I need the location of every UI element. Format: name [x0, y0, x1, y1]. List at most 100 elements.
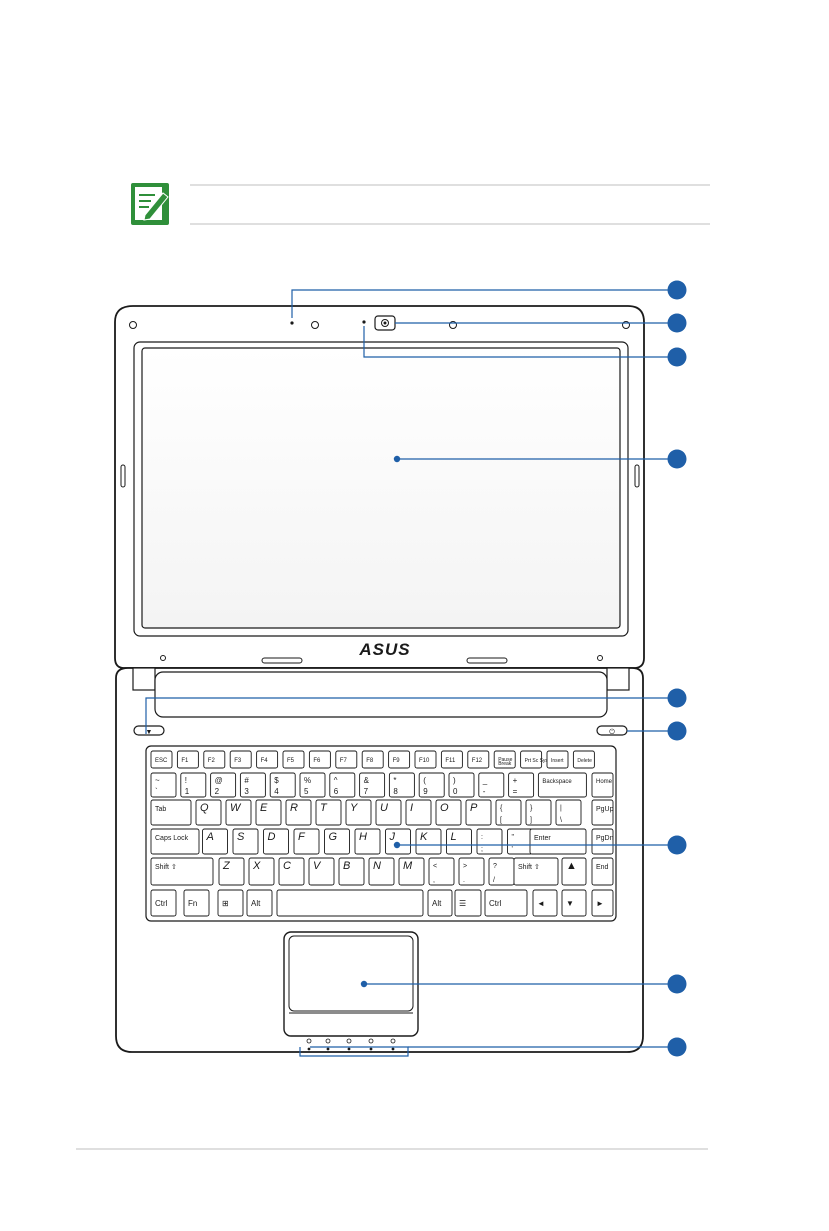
key-num-3[interactable]: #3	[239, 772, 266, 798]
key-num-0[interactable]: ~`	[150, 772, 177, 798]
key-bottom-10[interactable]: ►	[591, 889, 614, 917]
key-num-5[interactable]: %5	[299, 772, 326, 798]
key-a-row-0[interactable]: Caps Lock	[150, 828, 200, 855]
key-d[interactable]: D	[263, 828, 289, 855]
key-num-1[interactable]: !1	[180, 772, 207, 798]
key-f1-label: F1	[181, 758, 189, 764]
key-num-2[interactable]: @2	[210, 772, 237, 798]
key-num-10[interactable]: )0	[448, 772, 475, 798]
key-bottom-5[interactable]: Alt	[427, 889, 453, 917]
touchpad[interactable]	[283, 931, 419, 1037]
key-n[interactable]: N	[368, 857, 395, 886]
key-f9[interactable]: F9	[388, 750, 411, 769]
key-f5[interactable]: F5	[282, 750, 305, 769]
key-f10[interactable]: F10	[414, 750, 437, 769]
key-num-6[interactable]: ^6	[329, 772, 356, 798]
display	[141, 347, 621, 629]
key-e[interactable]: E	[255, 799, 282, 826]
key-q-row-0[interactable]: Tab	[150, 799, 192, 826]
key-c[interactable]: C	[278, 857, 305, 886]
key-p[interactable]: P	[465, 799, 492, 826]
key-bottom-8[interactable]: ◄	[532, 889, 558, 917]
key-k[interactable]: K	[415, 828, 442, 855]
key-w[interactable]: W	[225, 799, 252, 826]
key-f11[interactable]: F11	[440, 750, 463, 769]
key-s[interactable]: S	[232, 828, 259, 855]
power-switch-left[interactable]	[133, 725, 165, 736]
key-a-row-10[interactable]: :;	[476, 828, 503, 855]
key-z-row-9[interactable]: >.	[458, 857, 485, 886]
key-prt-sc-sysrq[interactable]: Prt Sc SysRq	[520, 750, 555, 769]
key-bottom-3[interactable]: Alt	[246, 889, 273, 917]
key-f4[interactable]: F4	[256, 750, 279, 769]
key-x[interactable]: X	[248, 857, 275, 886]
key-bottom-1[interactable]: Fn	[183, 889, 210, 917]
key-space[interactable]	[276, 889, 424, 917]
key-z-row-11[interactable]: Shift ⇧	[513, 857, 559, 886]
key-a-row-13[interactable]: PgDn	[591, 828, 614, 855]
key-z-row-11-label: Shift ⇧	[518, 863, 540, 871]
key-q-row-12[interactable]: }]	[525, 799, 552, 826]
key-f3[interactable]: F3	[229, 750, 252, 769]
key-t-label: T	[320, 802, 328, 814]
key-l[interactable]: L	[446, 828, 472, 855]
key-num-12[interactable]: +=	[508, 772, 535, 798]
key-u[interactable]: U	[375, 799, 402, 826]
key-f1[interactable]: F1	[176, 750, 199, 769]
touchpad-surface[interactable]	[288, 935, 414, 1012]
key-bottom-7[interactable]: Ctrl	[484, 889, 528, 917]
key-i[interactable]: I	[405, 799, 432, 826]
key-bottom-label: 6	[334, 787, 339, 796]
key-h[interactable]: H	[354, 828, 381, 855]
key-b[interactable]: B	[338, 857, 365, 886]
key-t[interactable]: T	[315, 799, 342, 826]
key-num-11[interactable]: _-	[478, 772, 505, 798]
key-j[interactable]: J	[385, 828, 411, 855]
key-y[interactable]: Y	[345, 799, 372, 826]
key-a-row-11[interactable]: "'	[507, 828, 533, 855]
key-z[interactable]: Z	[218, 857, 245, 886]
key-v[interactable]: V	[308, 857, 335, 886]
key-x-label: X	[252, 860, 261, 872]
key-a-row-11-label-lower: '	[512, 846, 513, 853]
key-bottom-0[interactable]: Ctrl	[150, 889, 177, 917]
key-m[interactable]: M	[398, 857, 425, 886]
key-esc[interactable]: ESC	[150, 750, 173, 769]
key-q[interactable]: Q	[195, 799, 222, 826]
key-bottom-2[interactable]: ⊞	[217, 889, 244, 917]
key-insert[interactable]: Insert	[546, 750, 569, 769]
key-f[interactable]: F	[293, 828, 320, 855]
key-▲[interactable]: ▲	[561, 857, 587, 886]
key-num-9[interactable]: (9	[418, 772, 445, 798]
key-z-row-0[interactable]: Shift ⇧	[150, 857, 214, 886]
key-bottom-6[interactable]: ☰	[454, 889, 482, 917]
key-g[interactable]: G	[324, 828, 350, 855]
key-f6[interactable]: F6	[308, 750, 331, 769]
key-o[interactable]: O	[435, 799, 462, 826]
key-bottom-label: =	[513, 787, 518, 796]
key-num-7[interactable]: &7	[359, 772, 386, 798]
key-q-row-13[interactable]: |\	[555, 799, 582, 826]
key-num-4[interactable]: $4	[269, 772, 296, 798]
key-delete[interactable]: Delete	[572, 750, 595, 769]
key-f12[interactable]: F12	[467, 750, 490, 769]
key-f2[interactable]: F2	[203, 750, 226, 769]
key-f8[interactable]: F8	[361, 750, 384, 769]
key-backspace[interactable]: Backspace	[537, 772, 587, 798]
key-r[interactable]: R	[285, 799, 312, 826]
key-bottom-label: 4	[274, 787, 279, 796]
key-q-row-11[interactable]: {[	[495, 799, 522, 826]
key-z-row-0-label: Shift ⇧	[155, 863, 177, 871]
key-z-row-13[interactable]: End	[591, 857, 614, 886]
key-a-row-12[interactable]: Enter	[529, 828, 587, 855]
key-f7[interactable]: F7	[335, 750, 358, 769]
key-home[interactable]: Home	[591, 772, 614, 798]
key-num-8[interactable]: *8	[388, 772, 415, 798]
key-q-row-14[interactable]: PgUp	[591, 799, 614, 826]
key-bottom-9[interactable]: ▼	[561, 889, 587, 917]
key-z-row-8[interactable]: <,	[428, 857, 455, 886]
key-z-row-10[interactable]: ?/	[488, 857, 515, 886]
key-a[interactable]: A	[202, 828, 228, 855]
